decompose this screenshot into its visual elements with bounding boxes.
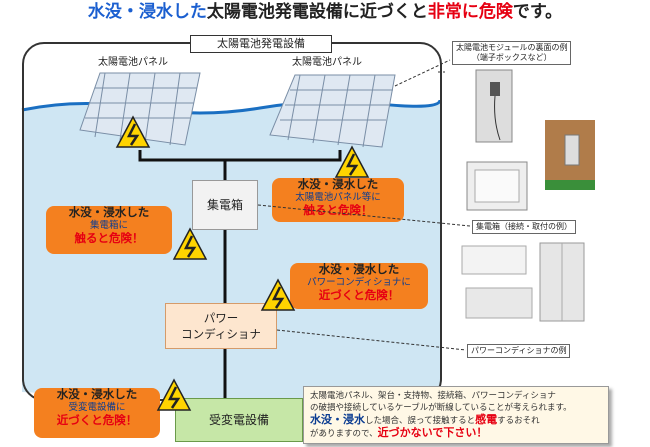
- headline-part2: 太陽電池発電設備に近づくと: [206, 2, 428, 22]
- junction-photo: [466, 161, 528, 211]
- photo-label-junction: 集電箱（接続・取付の例）: [472, 220, 576, 234]
- callout-pcs: 水没・浸水した パワーコンディショナに 近づくと危険！: [290, 263, 428, 309]
- callout-panel-line1: 水没・浸水した: [297, 177, 379, 191]
- power-conditioner: パワー コンディショナ: [165, 303, 277, 349]
- callout-substation-line3: 近づくと危険！: [56, 413, 138, 427]
- note-line3-c: 感電: [475, 413, 498, 426]
- headline-part3: 非常に危険: [427, 2, 513, 22]
- panel-label-right: 太陽電池パネル: [292, 57, 362, 68]
- callout-substation: 水没・浸水した 受変電設備に 近づくと危険！: [34, 388, 160, 438]
- headline-part4: です。: [512, 2, 563, 22]
- pcs-photo-small: [461, 245, 533, 319]
- headline-part1: 水没・浸水した: [87, 2, 207, 22]
- junction-box: 集電箱: [192, 180, 258, 230]
- callout-junction-line1: 水没・浸水した: [68, 205, 150, 219]
- callout-substation-line2: 受変電設備に: [68, 402, 126, 413]
- warning-note: 太陽電池パネル、架台・支持物、接続箱、パワーコンディショナ の破損や接続している…: [303, 386, 609, 444]
- equipment-photos: [461, 69, 595, 322]
- headline: 水没・浸水した太陽電池発電設備に近づくと非常に危険です。: [0, 0, 650, 24]
- callout-junction: 水没・浸水した 集電箱に 触ると危険！: [46, 206, 172, 254]
- callout-substation-line1: 水没・浸水した: [56, 387, 138, 401]
- pcs-line1: パワー: [203, 311, 239, 325]
- pole-photo: [545, 120, 595, 190]
- note-line1: 太陽電池パネル、架台・支持物、接続箱、パワーコンディショナ: [310, 391, 556, 401]
- module-back-photo: [475, 69, 513, 143]
- photo-label-module-back-line2: （端子ボックスなど）: [471, 53, 552, 62]
- callout-pcs-line2: パワーコンディショナに: [307, 277, 411, 288]
- callout-pcs-line3: 近づくと危険！: [318, 288, 400, 302]
- note-line4: がありますので、近づかないで下さい！: [310, 427, 602, 440]
- callout-panel-line2: 太陽電池パネル等に: [295, 192, 381, 203]
- photo-label-module-back: 太陽電池モジュールの裏面の例 （端子ボックスなど）: [452, 41, 572, 65]
- note-line4-a: がありますので、: [310, 429, 378, 439]
- note-line3: 水没・浸水した場合、誤って接触すると感電するおそれ: [310, 414, 602, 427]
- callout-pcs-line1: 水没・浸水した: [318, 262, 400, 276]
- callout-panel-line3: 触ると危険！: [303, 203, 373, 217]
- pcs-photo-cabinet: [539, 242, 585, 322]
- note-line4-b: 近づかないで下さい！: [377, 426, 488, 439]
- note-line2: の破損や接続しているケーブルが断線していることが考えられます。: [310, 403, 572, 413]
- note-line3-d: するおそれ: [497, 416, 540, 426]
- callout-panel: 水没・浸水した 太陽電池パネル等に 触ると危険！: [272, 178, 404, 222]
- photo-label-module-back-line1: 太陽電池モジュールの裏面の例: [456, 43, 568, 52]
- pcs-line2: コンディショナ: [181, 327, 261, 341]
- photo-label-pcs: パワーコンディショナの例: [467, 344, 571, 358]
- note-line3-a: 水没・浸水: [310, 413, 365, 426]
- facility-title: 太陽電池発電設備: [190, 35, 332, 53]
- callout-junction-line2: 集電箱に: [89, 220, 128, 231]
- substation: 受変電設備: [175, 398, 303, 442]
- callout-junction-line3: 触ると危険！: [74, 231, 144, 245]
- note-line3-b: した場合、誤って接触すると: [365, 416, 476, 426]
- panel-label-left: 太陽電池パネル: [98, 57, 168, 68]
